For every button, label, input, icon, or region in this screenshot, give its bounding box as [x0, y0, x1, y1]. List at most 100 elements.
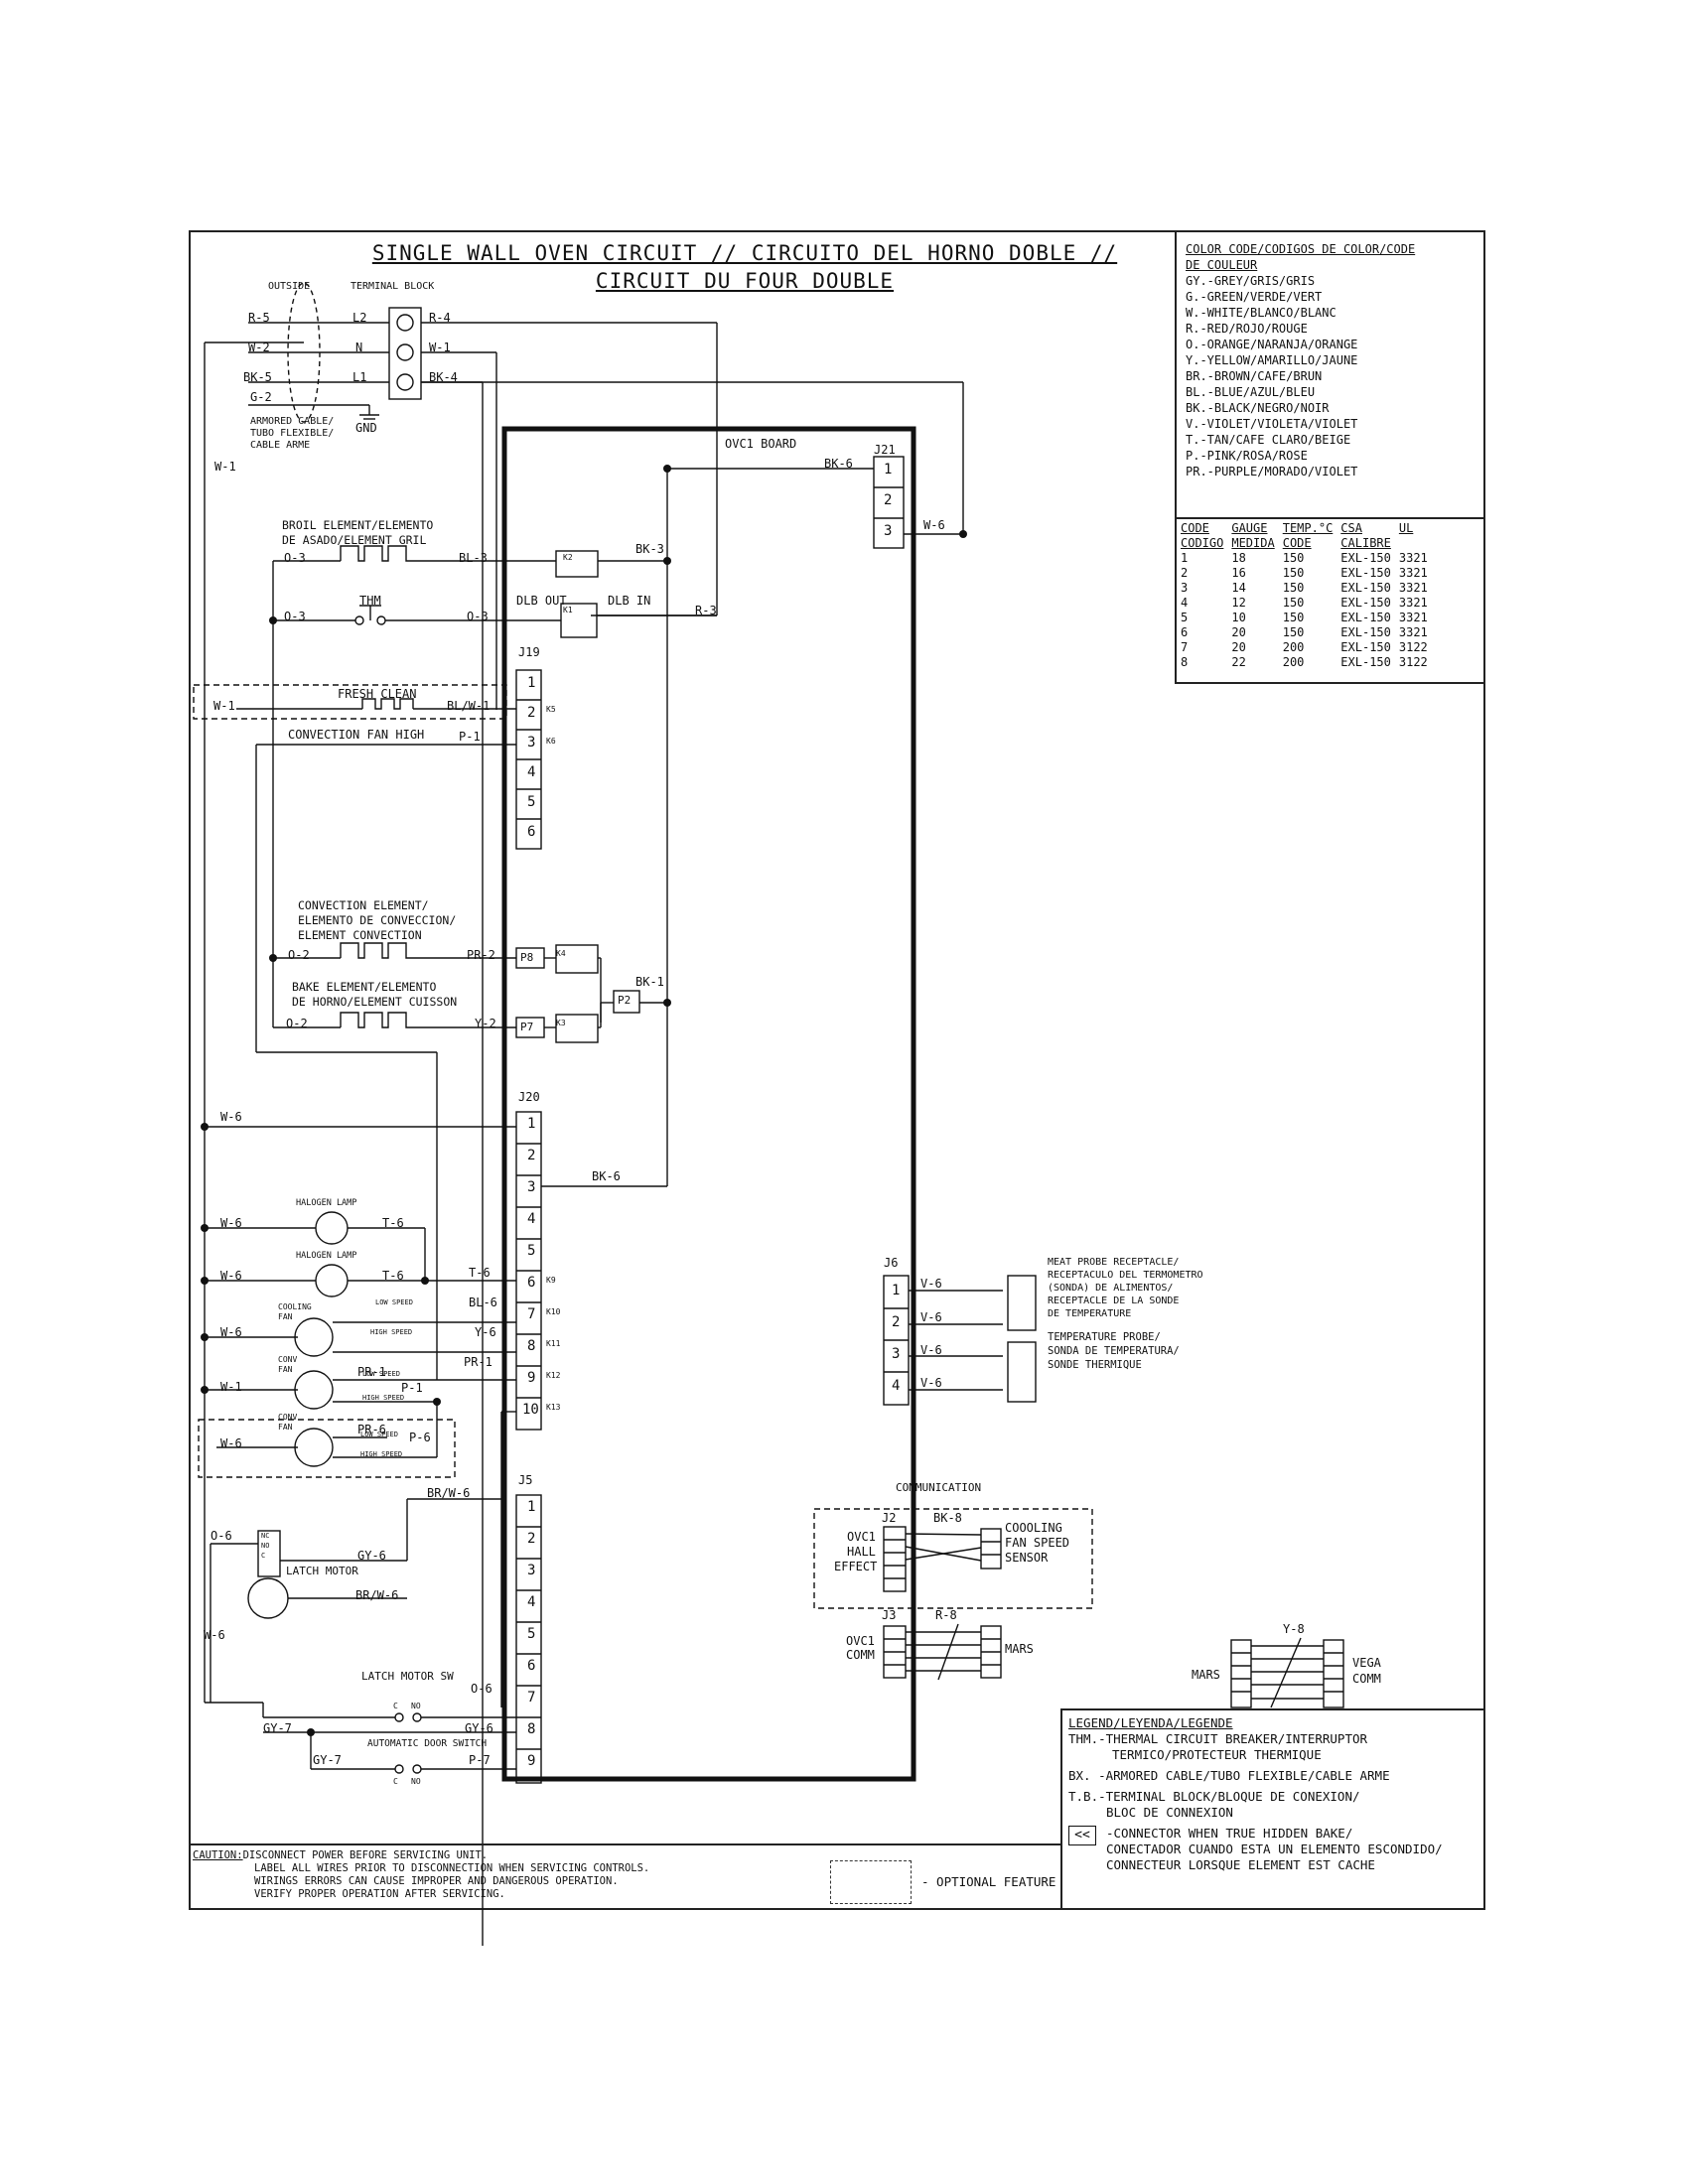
label-conv2: ELEMENTO DE CONVECCION/ — [298, 913, 457, 927]
label-p1b: P-1 — [401, 1381, 423, 1395]
label-broil1: BROIL ELEMENT/ELEMENTO — [282, 518, 434, 532]
label-latch-motor: LATCH MOTOR — [286, 1565, 358, 1577]
gauge-header-cell: CODE — [1282, 536, 1312, 550]
cell: 6 — [1181, 625, 1189, 639]
label-cooling-sensor2: FAN SPEED — [1005, 1536, 1070, 1550]
cell: 2 — [1181, 566, 1189, 580]
diagram-title: SINGLE WALL OVEN CIRCUIT // CIRCUITO DEL… — [328, 239, 1162, 295]
label-meat3: (SONDA) DE ALIMENTOS/ — [1048, 1283, 1174, 1294]
color-code-box: COLOR CODE/CODIGOS DE COLOR/CODE DE COUL… — [1175, 231, 1484, 519]
cell: 18 — [1231, 551, 1246, 565]
label-armored3: CABLE ARME — [250, 440, 311, 451]
cell: EXL-150 — [1340, 625, 1391, 639]
pin-number: 1 — [527, 1116, 536, 1132]
cell: 3122 — [1398, 655, 1428, 669]
color-entry: P.-PINK/ROSA/ROSE — [1186, 449, 1308, 463]
gauge-table-box: CODE GAUGE TEMP.°C CSA UL CODIGO MEDIDA … — [1175, 517, 1484, 684]
label-k2: K2 — [563, 553, 573, 562]
pin-number: 4 — [527, 764, 536, 780]
pin-number: 10 — [522, 1402, 539, 1418]
label-cooling-fan: COOLING — [278, 1302, 312, 1311]
pin-number: 5 — [527, 1243, 536, 1259]
pin-number: 3 — [892, 1346, 901, 1362]
label-k11: K11 — [546, 1339, 561, 1348]
pin-number: 3 — [884, 523, 893, 539]
label-fresh-clean: FRESH CLEAN — [338, 687, 417, 701]
label-p1: P-1 — [459, 730, 481, 744]
label-gy7b: GY-7 — [313, 1753, 342, 1767]
pin-number: 9 — [527, 1753, 536, 1769]
caution-box: CAUTION:DISCONNECT POWER BEFORE SERVICIN… — [191, 1843, 1060, 1910]
label-r5: R-5 — [248, 311, 270, 325]
gauge-header-cell: CSA — [1340, 521, 1362, 535]
cell: 3321 — [1398, 611, 1428, 624]
label-effect: EFFECT — [834, 1560, 878, 1573]
label-v6: V-6 — [920, 1376, 942, 1390]
connector-icon: << — [1068, 1826, 1096, 1845]
cell: 20 — [1231, 640, 1246, 654]
cell: 3321 — [1398, 581, 1428, 595]
label-vega-comm: COMM — [1352, 1672, 1381, 1686]
optional-feature-swatch — [830, 1860, 912, 1904]
caution-line: VERIFY PROPER OPERATION AFTER SERVICING. — [254, 1888, 505, 1900]
cell: EXL-150 — [1340, 566, 1391, 580]
label-w6-h2: W-6 — [220, 1269, 242, 1283]
cell: 22 — [1231, 655, 1246, 669]
schematic-sheet — [189, 230, 1485, 1910]
label-w1: W-1 — [429, 341, 451, 354]
cell: 14 — [1231, 581, 1246, 595]
color-entry: V.-VIOLET/VIOLETA/VIOLET — [1186, 417, 1358, 431]
gauge-header-cell — [1395, 536, 1432, 551]
label-sw-c: C — [393, 1702, 398, 1710]
label-sw-no: NO — [411, 1702, 421, 1710]
label-y8: Y-8 — [1283, 1622, 1305, 1636]
cell: 3321 — [1398, 596, 1428, 610]
label-meat5: DE TEMPERATURE — [1048, 1308, 1132, 1319]
label-cooling-sensor1: COOOLING — [1005, 1521, 1062, 1535]
legend-tb-2: BLOC DE CONNEXION — [1106, 1805, 1233, 1820]
label-w1-cv: W-1 — [220, 1380, 242, 1394]
cell: 150 — [1282, 596, 1305, 610]
label-w6-j21: W-6 — [923, 518, 945, 532]
label-v6: V-6 — [920, 1343, 942, 1357]
label-r4: R-4 — [429, 311, 451, 325]
gauge-header-cell: CALIBRE — [1340, 536, 1391, 550]
cell: EXL-150 — [1340, 596, 1391, 610]
cell: 16 — [1231, 566, 1246, 580]
color-entry: O.-ORANGE/NARANJA/ORANGE — [1186, 338, 1358, 351]
color-code-heading-1: COLOR CODE/CODIGOS DE COLOR/CODE — [1186, 242, 1416, 256]
label-k1: K1 — [563, 606, 573, 614]
label-p6: P-6 — [409, 1431, 431, 1444]
label-conv-fan-high: CONVECTION FAN HIGH — [288, 728, 425, 742]
pin-number: 7 — [527, 1690, 536, 1706]
label-o3c: O-3 — [467, 610, 489, 623]
label-pr1a: PR-1 — [357, 1365, 386, 1379]
label-bl-w1: BL/W-1 — [447, 699, 491, 713]
label-k6: K6 — [546, 737, 556, 746]
pin-number: 8 — [527, 1338, 536, 1354]
label-outside: OUTSIDE — [268, 281, 311, 292]
label-y6: Y-6 — [475, 1325, 496, 1339]
pin-number: 5 — [527, 1626, 536, 1642]
cell: 1 — [1181, 551, 1189, 565]
label-no: NO — [261, 1542, 270, 1550]
label-o2a: O-2 — [288, 948, 310, 962]
pin-number: 3 — [527, 1179, 536, 1195]
label-sw-no: NO — [411, 1777, 421, 1786]
pin-number: 2 — [527, 705, 536, 721]
cell: 150 — [1282, 611, 1305, 624]
label-p7w: P-7 — [469, 1753, 491, 1767]
color-entry: R.-RED/ROJO/ROUGE — [1186, 322, 1308, 336]
cell: 150 — [1282, 581, 1305, 595]
pin-number: 2 — [527, 1531, 536, 1547]
label-bake2: DE HORNO/ELEMENT CUISSON — [292, 995, 458, 1009]
label-p7: P7 — [520, 1021, 534, 1033]
label-j20: J20 — [518, 1090, 540, 1104]
cell: 150 — [1282, 625, 1305, 639]
gauge-header-cell: MEDIDA — [1231, 536, 1275, 550]
label-bk6-j20: BK-6 — [592, 1169, 621, 1183]
color-entry: BR.-BROWN/CAFE/BRUN — [1186, 369, 1323, 383]
cell: 3321 — [1398, 625, 1428, 639]
label-high-speed: HIGH SPEED — [360, 1450, 403, 1458]
